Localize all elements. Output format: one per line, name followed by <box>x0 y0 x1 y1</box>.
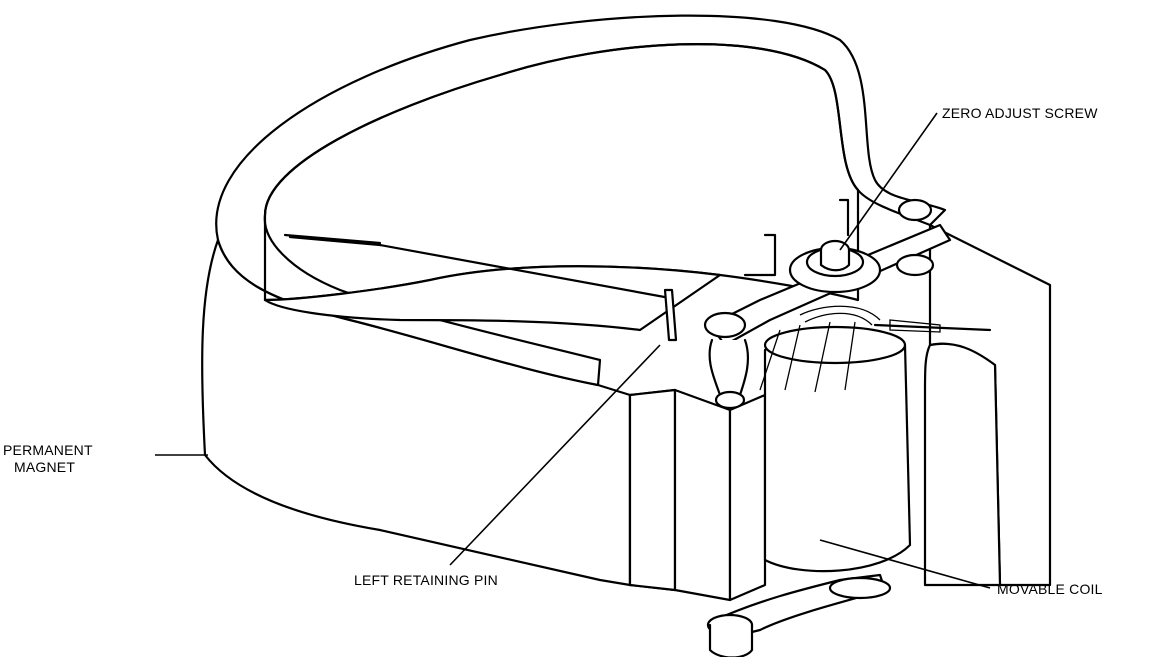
leader-zero-adjust <box>839 112 938 251</box>
permanent-magnet <box>201 14 1052 587</box>
leader-left-retaining-pin <box>449 344 661 566</box>
retaining-pins <box>283 233 678 342</box>
pole-piece-left <box>628 388 767 602</box>
label-movable-coil: MOVABLE COIL <box>997 581 1103 597</box>
label-magnet: MAGNET <box>14 459 75 475</box>
magnet-floor <box>263 265 722 332</box>
movable-coil-body <box>759 321 912 573</box>
upper-bridge <box>703 198 992 410</box>
magnet-right-block <box>923 342 1002 587</box>
lower-bridge <box>706 573 892 657</box>
label-permanent: PERMANENT <box>3 442 93 458</box>
label-left-retaining-pin: LEFT RETAINING PIN <box>354 572 498 588</box>
leader-lines <box>155 112 991 589</box>
leader-movable-coil <box>819 539 991 589</box>
label-zero-adjust-screw: ZERO ADJUST SCREW <box>942 105 1098 121</box>
